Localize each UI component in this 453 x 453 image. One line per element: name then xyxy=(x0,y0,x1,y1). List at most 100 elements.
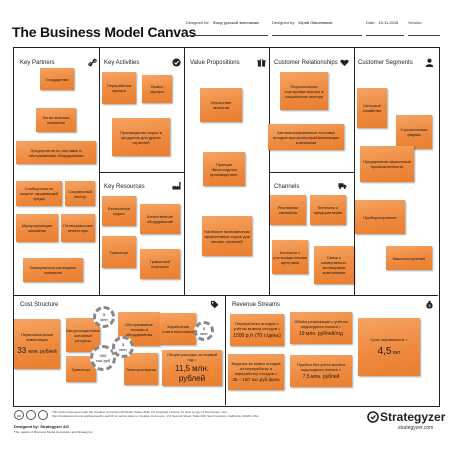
rev2-value: 19 млн. рублей/год xyxy=(299,331,343,337)
coin-unit: млн xyxy=(100,317,108,322)
payback-number: 4,5 xyxy=(377,345,392,357)
note-transport[interactable]: Транспорт xyxy=(102,236,136,268)
designed-by-field[interactable]: Designed by:Юрий Овчинников xyxy=(272,20,362,36)
note-equipment-suppliers[interactable]: Предприятия по поставке и обслуживанию о… xyxy=(16,141,96,164)
note-salaries[interactable]: Заработная плата персонала xyxy=(160,313,196,345)
coin-value: 5 xyxy=(121,342,125,347)
note-free-raw[interactable]: Бесплатное сырье xyxy=(102,196,136,226)
canvas-title: The Business Model Canvas xyxy=(12,24,197,40)
note-waste-companies[interactable]: Мусороуловщие компании xyxy=(16,214,58,242)
note-utility-contacts[interactable]: Связь с коммунально-жилищными компаниями xyxy=(314,246,354,284)
note-profit[interactable]: Прибыл без учёта вычета подоходного нало… xyxy=(290,355,352,387)
rev3-label: Выручка за вывоз отходов из переработку … xyxy=(231,361,281,376)
note-social-sector[interactable]: Социальный сектор xyxy=(65,181,95,206)
user-icon xyxy=(425,58,434,67)
note-instruments[interactable]: Приборостроение xyxy=(355,200,405,234)
key-resources-title: Key Resources xyxy=(104,184,145,190)
note-equipment[interactable]: Качественное оборудование xyxy=(140,204,180,234)
coin-unit: тыс руб xyxy=(95,358,111,363)
strategyzer-url[interactable]: strategyzer.com xyxy=(398,425,434,431)
note-government[interactable]: Государство xyxy=(40,68,74,90)
cost-initial-value: 33 млн. рублей xyxy=(17,346,56,357)
note-personal-sorting[interactable]: Персональная сортировка мусора в социаль… xyxy=(280,72,328,110)
coin-value: 5 xyxy=(102,312,106,317)
note-payback[interactable]: Срок окупаемости = 4,5 лет xyxy=(358,318,420,376)
note-auto-supply[interactable]: Автоматизированные поставки отходов мусо… xyxy=(268,124,344,150)
value-propositions-title: Value Propositions xyxy=(190,60,240,66)
tag-icon xyxy=(210,300,219,309)
svg-text:$: $ xyxy=(429,304,431,308)
coin-value: 400 xyxy=(99,353,107,358)
payback-value: 4,5 лет xyxy=(378,346,401,358)
note-recycling[interactable]: Переработка мусора xyxy=(102,72,136,104)
note-utilities[interactable]: Коммунально-жилищные компании xyxy=(23,258,83,282)
divider xyxy=(354,48,355,295)
coin-unit: млн xyxy=(200,331,208,336)
gift-icon xyxy=(257,59,266,67)
note-agriculture[interactable]: Сельское хозяйство xyxy=(357,88,387,128)
version-label: Version: xyxy=(408,20,423,25)
note-electricity[interactable]: Электроэнергия xyxy=(124,353,158,385)
note-staff[interactable]: Грамотный персонал xyxy=(140,249,180,279)
note-environment-communities[interactable]: Сообщества по защите окружающей среды xyxy=(16,181,62,206)
rev2-label: Объём реализации с учётом подоходного на… xyxy=(294,319,348,329)
key-activities-title: Key Activities xyxy=(104,60,140,66)
designed-for-field[interactable]: Designed for:Фонд русской экономики xyxy=(186,20,268,36)
note-investors[interactable]: Потенциальные инвесторы xyxy=(61,214,95,242)
cost-initial-unit: млн. рублей xyxy=(28,348,57,355)
divider xyxy=(225,295,226,405)
note-waste-removal[interactable]: Вывоз мусора xyxy=(142,75,172,103)
note-logistics[interactable]: Логистические компании xyxy=(36,108,76,132)
cost-structure-title: Cost Structure xyxy=(20,302,59,308)
cost-initial-number: 33 xyxy=(17,345,27,355)
truck-icon xyxy=(338,183,347,190)
cc-license-icon: cc xyxy=(14,410,24,420)
note-efficient-raw[interactable]: Наиболее экономически эффективное сырье … xyxy=(202,216,252,256)
note-ecology[interactable]: Улучшение экологии xyxy=(200,88,242,122)
strategyzer-brand: Strategyzer xyxy=(380,410,446,424)
makers-text: The makers of Business Model Generation … xyxy=(14,430,93,434)
note-removal-revenue[interactable]: Выручка за вывоз отходов из переработку … xyxy=(228,354,284,390)
divider xyxy=(99,48,100,295)
strategyzer-logo-icon xyxy=(367,411,379,423)
note-raw-production[interactable]: Производство сырья и продуктов для други… xyxy=(112,118,170,156)
note-zero-waste[interactable]: Принцип «безотходного производства» xyxy=(203,152,245,186)
designed-for-value: Фонд русской экономики xyxy=(212,20,259,25)
money-bag-icon: $ xyxy=(426,300,433,309)
designed-by-label: Designed by: xyxy=(272,20,296,25)
note-utilization-contacts[interactable]: Контакты с утилизационными центрами xyxy=(272,240,308,274)
link-icon xyxy=(88,58,97,67)
designed-for-label: Designed for: xyxy=(186,20,210,25)
cost-initial-label: Первоначальные инвестиции xyxy=(20,331,53,342)
coin-value: 5 xyxy=(202,326,206,331)
date-field[interactable]: Date:10.11.2015 xyxy=(366,20,404,36)
divider xyxy=(184,48,185,295)
note-chemical[interactable]: Предприятия химической промышленности xyxy=(360,146,414,182)
note-maintenance[interactable]: Обслуживание техники и оборудования xyxy=(118,312,160,346)
coin-unit: млн xyxy=(119,347,127,352)
rev4-label: Прибыл без учёта вычета подоходного нало… xyxy=(297,362,345,372)
heart-icon xyxy=(340,59,349,67)
note-construction[interactable]: Строительные фирмы xyxy=(396,115,432,149)
channels-title: Channels xyxy=(274,184,300,190)
note-advertising[interactable]: Рекламная кампания xyxy=(270,195,306,225)
rev4-value: 7,5 млн. рублей xyxy=(302,374,340,380)
note-recycling-price[interactable]: Переработка отходов с учётом вывоза отхо… xyxy=(230,314,284,346)
designed-by-value: Юрий Овчинников xyxy=(298,20,333,25)
note-initial-investment[interactable]: Первоначальные инвестиции 33 млн. рублей xyxy=(14,319,60,369)
customer-relationships-title: Customer Relationships xyxy=(274,60,338,66)
note-total-costs[interactable]: Общие расходы за первый год = 11,5 млн. … xyxy=(162,350,222,386)
total-costs-value: 11,5 млн. рублей xyxy=(174,364,209,383)
version-field[interactable]: Version: xyxy=(408,20,440,36)
revenue-streams-title: Revenue Streams xyxy=(232,302,281,308)
note-machinery[interactable]: Машиностроение xyxy=(386,246,432,270)
customer-segments-title: Customer Segments xyxy=(358,60,413,66)
key-partners-title: Key Partners xyxy=(20,60,55,66)
note-sales-volume[interactable]: Объём реализации с учётом подоходного на… xyxy=(290,312,352,344)
divider xyxy=(99,172,184,173)
note-enterprise-contacts[interactable]: Контакты с предприятиями xyxy=(310,195,346,225)
rev3-value: 35 – 100 тыс.руб./день xyxy=(232,377,280,382)
